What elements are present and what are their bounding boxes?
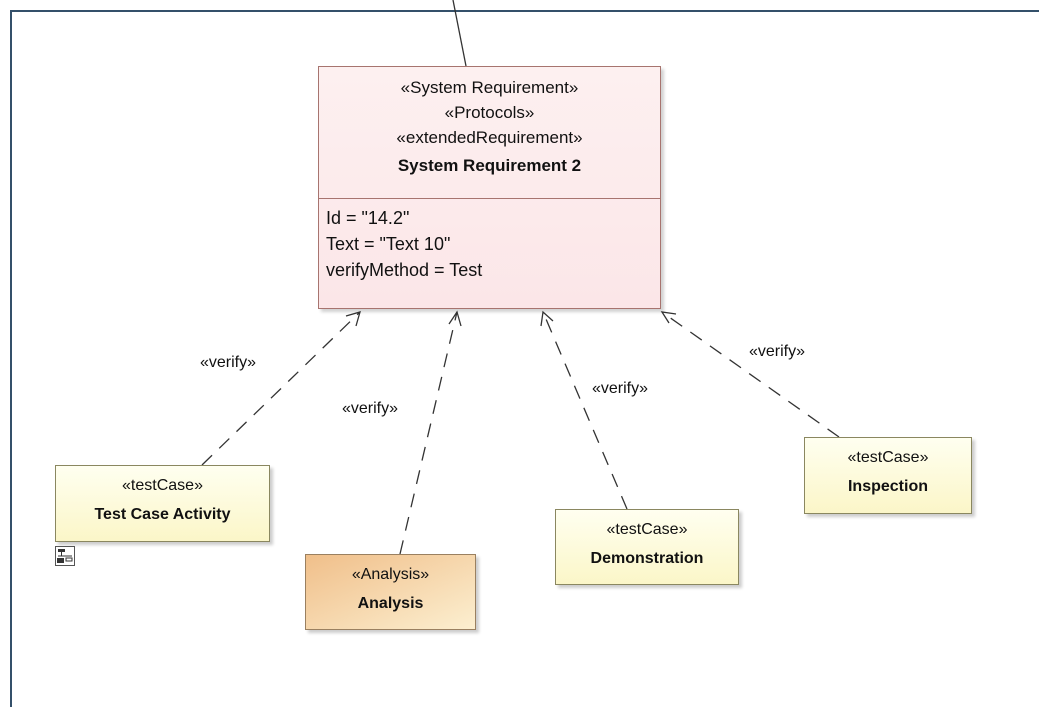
incoming-connector — [452, 0, 467, 67]
requirement-attributes: Id = "14.2" Text = "Text 10" verifyMetho… — [319, 199, 660, 283]
verify-dependency-demonstration[interactable] — [540, 310, 628, 510]
requirement-attribute: Id = "14.2" — [326, 208, 410, 228]
test-case-stereotype: «testCase» — [606, 521, 688, 538]
activity-diagram-icon[interactable] — [55, 546, 75, 566]
test-case-name: Inspection — [847, 478, 928, 495]
demonstration-block[interactable]: «testCase» Demonstration — [555, 509, 739, 585]
requirement-stereotype: «Protocols» — [444, 103, 535, 122]
test-case-name: Demonstration — [590, 550, 704, 567]
verify-dependency-analysis[interactable] — [399, 310, 462, 555]
test-case-stereotype: «testCase» — [847, 449, 929, 466]
verify-dependency-test-case-activity[interactable] — [201, 311, 361, 466]
requirement-attribute: Text = "Text 10" — [326, 234, 451, 254]
frame-left-border — [10, 10, 12, 707]
verify-label: «verify» — [200, 354, 257, 371]
frame-top-border — [10, 10, 1039, 12]
requirement-attribute: verifyMethod = Test — [326, 260, 483, 280]
test-case-activity-block[interactable]: «testCase» Test Case Activity — [55, 465, 270, 542]
verify-dependency-inspection[interactable] — [660, 311, 840, 438]
requirement-stereotype: «extendedRequirement» — [396, 128, 583, 147]
analysis-block[interactable]: «Analysis» Analysis — [305, 554, 476, 630]
analysis-stereotype: «Analysis» — [351, 566, 430, 583]
requirement-name: System Requirement 2 — [397, 156, 582, 175]
system-requirement-block[interactable]: «System Requirement» «Protocols» «extend… — [318, 66, 661, 309]
requirement-header: «System Requirement» «Protocols» «extend… — [319, 67, 660, 199]
verify-label: «verify» — [749, 343, 806, 360]
test-case-stereotype: «testCase» — [122, 477, 203, 494]
test-case-name: Test Case Activity — [94, 506, 231, 523]
inspection-block[interactable]: «testCase» Inspection — [804, 437, 972, 514]
verify-label: «verify» — [342, 400, 399, 417]
analysis-name: Analysis — [357, 595, 424, 612]
verify-label: «verify» — [592, 380, 649, 397]
requirement-stereotype: «System Requirement» — [400, 78, 579, 97]
